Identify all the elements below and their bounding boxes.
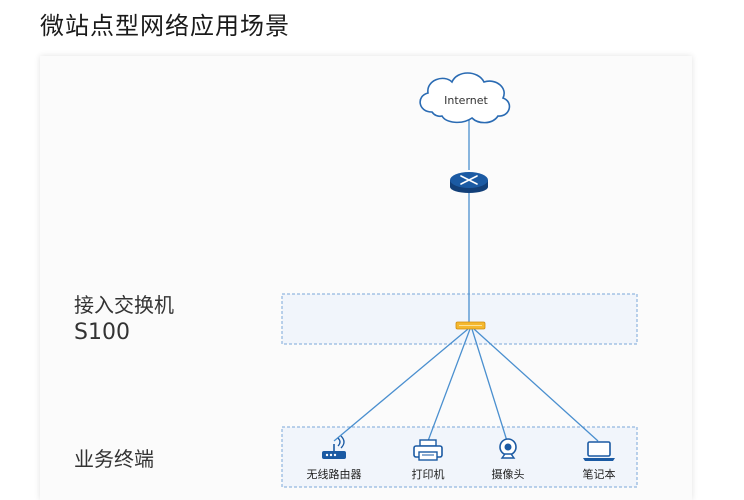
link-switch-printer [427,328,471,442]
terminal-layer-label: 业务终端 [74,447,154,471]
terminal-layer-zone [281,426,638,488]
laptop-icon [583,441,615,461]
link-switch-router-device [333,328,469,442]
device-label-laptop: 笔记本 [583,467,616,481]
camera-icon [499,438,517,459]
diagram-panel [40,56,692,500]
link-switch-camera [471,328,508,442]
access-layer-label: 接入交换机 [74,293,174,317]
network-links [333,120,599,442]
device-label-wireless-router: 无线路由器 [307,467,362,481]
router-icon [450,172,488,193]
device-label-printer: 打印机 [412,467,445,481]
device-label-camera: 摄像头 [492,467,525,481]
wireless-router-icon [322,435,346,459]
link-switch-laptop [473,328,599,442]
access-switch-icon [455,321,486,330]
access-switch-model: S100 [74,320,130,345]
internet-cloud-icon: Internet [419,72,511,124]
page-title: 微站点型网络应用场景 [40,12,290,40]
cloud-label: Internet [444,94,488,107]
printer-icon [413,439,443,461]
